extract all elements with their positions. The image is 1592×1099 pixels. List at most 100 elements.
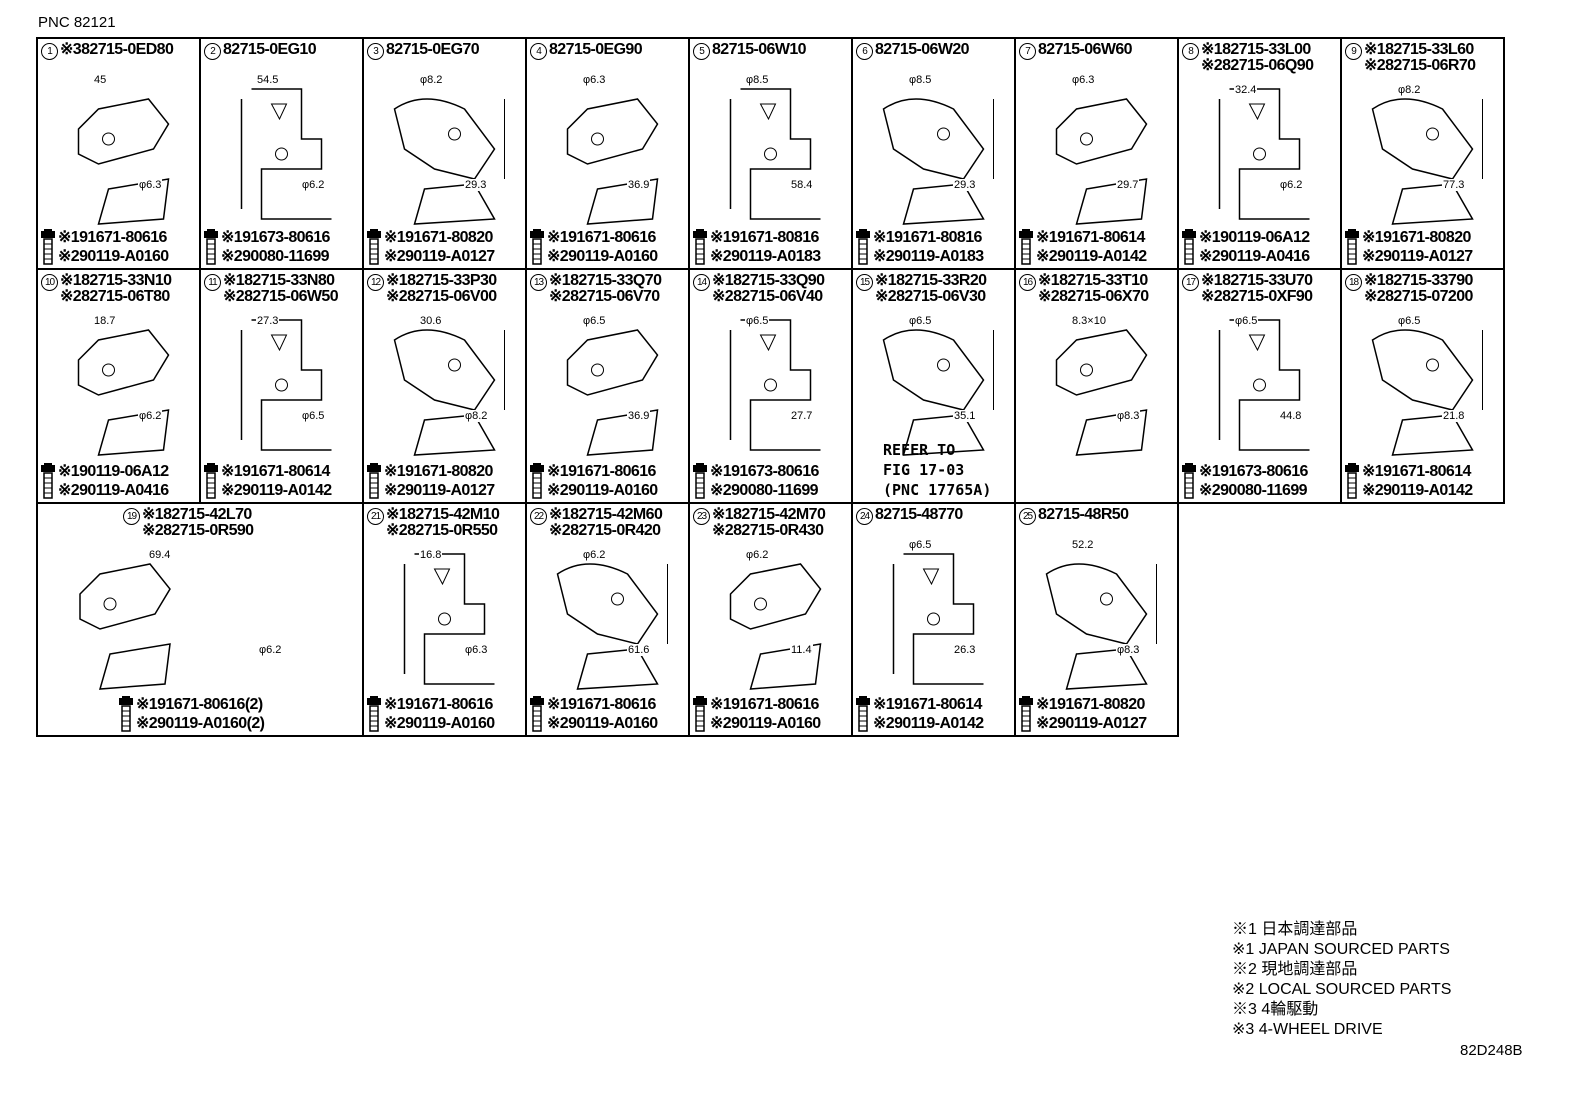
part-number[interactable]: ※282715-06V30 [875,288,986,305]
bolt-part-number[interactable]: ※191673-80616 [1199,463,1308,480]
part-number[interactable]: 82715-0EG10 [223,41,317,58]
part-number[interactable]: ※182715-33L60 [1364,41,1474,58]
bolt-part-number[interactable]: ※290119-A0142 [1036,248,1147,265]
part-number[interactable]: ※182715-42M60 [549,506,663,523]
part-number[interactable]: 82715-48R50 [1038,506,1129,523]
bolt-part-number[interactable]: ※290080-11699 [710,482,819,499]
part-number[interactable]: 82715-06W10 [712,41,807,58]
bolt-part-number[interactable]: ※191671-80816 [710,229,819,246]
part-number[interactable]: ※282715-0R430 [712,522,824,539]
part-number[interactable]: 82715-0EG70 [386,41,480,58]
part-number[interactable]: 82715-06W60 [1038,41,1133,58]
bolt-part-number[interactable]: ※290119-A0142 [221,482,332,499]
part-number[interactable]: ※182715-42L70 [142,506,252,523]
part-number[interactable]: ※282715-0R590 [142,522,254,539]
part-number[interactable]: ※282715-06T80 [60,288,170,305]
part-number[interactable]: ※182715-33L00 [1201,41,1311,58]
part-number[interactable]: ※182715-33R20 [875,272,987,289]
part-number[interactable]: ※282715-06R70 [1364,57,1476,74]
bolt-part-number[interactable]: ※290119-A0160 [58,248,169,265]
bolt-part-number[interactable]: ※191671-80616 [58,229,167,246]
bolt-part-number[interactable]: ※290119-A0160 [384,715,495,732]
part-number[interactable]: ※282715-07200 [1364,288,1473,305]
part-number[interactable]: ※182715-33N10 [60,272,172,289]
part-number[interactable]: ※282715-06X70 [1038,288,1149,305]
bolt-part-number[interactable]: ※191673-80616 [221,229,330,246]
bolt-part-number[interactable]: ※290119-A0183 [710,248,821,265]
bolt-part-number[interactable]: ※290119-A0127 [1036,715,1147,732]
bolt-part-number[interactable]: ※290119-A0142 [873,715,984,732]
bolt-part-number[interactable]: ※191671-80614 [1036,229,1145,246]
bolt-part-number[interactable]: ※191671-80614 [221,463,330,480]
part-number[interactable]: ※282715-0XF90 [1201,288,1313,305]
bolt-part-number[interactable]: ※191671-80820 [1362,229,1471,246]
bolt-part-number[interactable]: ※290119-A0127 [384,482,495,499]
part-number[interactable]: ※282715-06W50 [223,288,339,305]
bolt-part-number[interactable]: ※191671-80616 [710,696,819,713]
bolt-part-number[interactable]: ※290119-A0183 [873,248,984,265]
bolt-part-number[interactable]: ※290119-A0160 [547,482,658,499]
bolt-part-number[interactable]: ※191671-80820 [384,463,493,480]
part-number[interactable]: ※182715-33P30 [386,272,497,289]
refer-line[interactable]: (PNC 17765A) [883,481,992,499]
bolt-part-number[interactable]: ※191671-80616(2) [136,696,263,713]
bolt-part-number[interactable]: ※190119-06A12 [1199,229,1310,246]
bolt-part-number[interactable]: ※191671-80614 [1362,463,1471,480]
part-number[interactable]: ※182715-33N80 [223,272,335,289]
bolt-part-number[interactable]: ※290080-11699 [221,248,330,265]
bolt-part-number[interactable]: ※290119-A0127 [384,248,495,265]
part-number[interactable]: ※282715-06V40 [712,288,823,305]
part-number[interactable]: ※182715-42M10 [386,506,500,523]
bolt-part-number[interactable]: ※191673-80616 [710,463,819,480]
bolt-part-number[interactable]: ※290119-A0160 [547,715,658,732]
bolt-part-number[interactable]: ※290119-A0160(2) [136,715,265,732]
part-number[interactable]: ※282715-0R550 [386,522,498,539]
part-number[interactable]: 82715-06W20 [875,41,970,58]
bolt-part-number[interactable]: ※191671-80820 [1036,696,1145,713]
bolt-part-number[interactable]: ※191671-80616 [547,696,656,713]
bolt-part-number[interactable]: ※191671-80616 [384,696,493,713]
part-number[interactable]: ※182715-33U70 [1201,272,1313,289]
bolt-part-number[interactable]: ※290119-A0160 [710,715,821,732]
part-number[interactable]: ※182715-33Q90 [712,272,825,289]
refer-line[interactable]: FIG 17-03 [883,461,965,479]
bolt-part-number[interactable]: ※191671-80614 [873,696,982,713]
part-number[interactable]: ※282715-06Q90 [1201,57,1314,74]
part-number[interactable]: ※182715-33790 [1364,272,1473,289]
part-number[interactable]: ※282715-0R420 [549,522,661,539]
part-number[interactable]: ※182715-42M70 [712,506,826,523]
bolt-part-number[interactable]: ※290119-A0127 [1362,248,1473,265]
bolt-part-number[interactable]: ※290080-11699 [1199,482,1308,499]
part-number[interactable]: ※182715-33T10 [1038,272,1148,289]
part-number[interactable]: ※282715-06V00 [386,288,497,305]
bolt-part-number[interactable]: ※290119-A0160 [547,248,658,265]
part-number[interactable]: ※282715-06V70 [549,288,660,305]
bolt-part-number[interactable]: ※290119-A0142 [1362,482,1473,499]
part-number[interactable]: ※382715-0ED80 [60,41,174,58]
bolt-part-number[interactable]: ※190119-06A12 [58,463,169,480]
part-number[interactable]: 82715-0EG90 [549,41,643,58]
bolt-part-number[interactable]: ※191671-80616 [547,463,656,480]
